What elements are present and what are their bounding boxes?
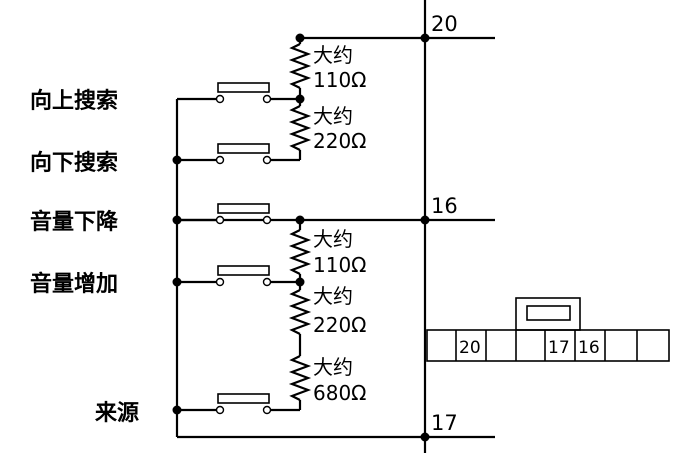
- junction-source-bus: [172, 405, 182, 415]
- connector-cell-label: 16: [578, 338, 600, 358]
- connector-cell-label: 20: [459, 338, 481, 358]
- resistor-2-zigzag: [288, 105, 312, 151]
- label-source: 来源: [94, 401, 139, 426]
- label-volume-down: 音量下降: [30, 209, 119, 235]
- junction-seek-up-chain: [295, 94, 305, 104]
- connector-cell-label: 17: [548, 338, 570, 358]
- resistor-5-value: 680Ω: [313, 381, 366, 405]
- junction-pin16-bus: [420, 215, 430, 225]
- resistor-1-zigzag: [288, 43, 312, 89]
- junction-pin20-bus: [420, 33, 430, 43]
- switch-volume-down: [215, 203, 272, 225]
- connector-body: [426, 329, 670, 362]
- label-seek-down: 向下搜索: [30, 150, 118, 176]
- connector-latch-inner: [526, 305, 571, 321]
- resistor-4-approx: 大约: [313, 284, 353, 308]
- resistor-3-approx: 大约: [313, 227, 353, 251]
- resistor-2-approx: 大约: [313, 104, 353, 128]
- junction-pin20-chain: [295, 33, 305, 43]
- resistor-3-zigzag: [288, 229, 312, 275]
- junction-volume-up-bus: [172, 277, 182, 287]
- resistor-1-approx: 大约: [313, 43, 353, 67]
- resistor-5-zigzag: [288, 355, 312, 401]
- junction-seek-down-bus: [172, 155, 182, 165]
- switch-seek-down: [215, 143, 272, 165]
- label-seek-up: 向上搜索: [30, 88, 118, 114]
- label-volume-up: 音量增加: [30, 271, 118, 297]
- resistor-2-value: 220Ω: [313, 129, 366, 153]
- pin-16-label: 16: [431, 194, 458, 218]
- pin-17-label: 17: [431, 411, 458, 435]
- resistor-5-approx: 大约: [313, 355, 353, 379]
- connector-face: 20 17 16: [426, 297, 670, 362]
- resistor-4-value: 220Ω: [313, 313, 366, 337]
- switch-volume-up: [215, 265, 272, 287]
- junction-pin17-bus: [420, 432, 430, 442]
- junction-volume-up-chain: [295, 277, 305, 287]
- switch-seek-up: [215, 82, 272, 104]
- resistor-1-value: 110Ω: [313, 68, 366, 92]
- switch-source: [215, 393, 272, 415]
- resistor-4-zigzag: [288, 289, 312, 335]
- pin-20-label: 20: [431, 12, 458, 36]
- junction-pin16-chain: [295, 215, 305, 225]
- junction-volume-down-bus: [172, 215, 182, 225]
- resistor-3-value: 110Ω: [313, 253, 366, 277]
